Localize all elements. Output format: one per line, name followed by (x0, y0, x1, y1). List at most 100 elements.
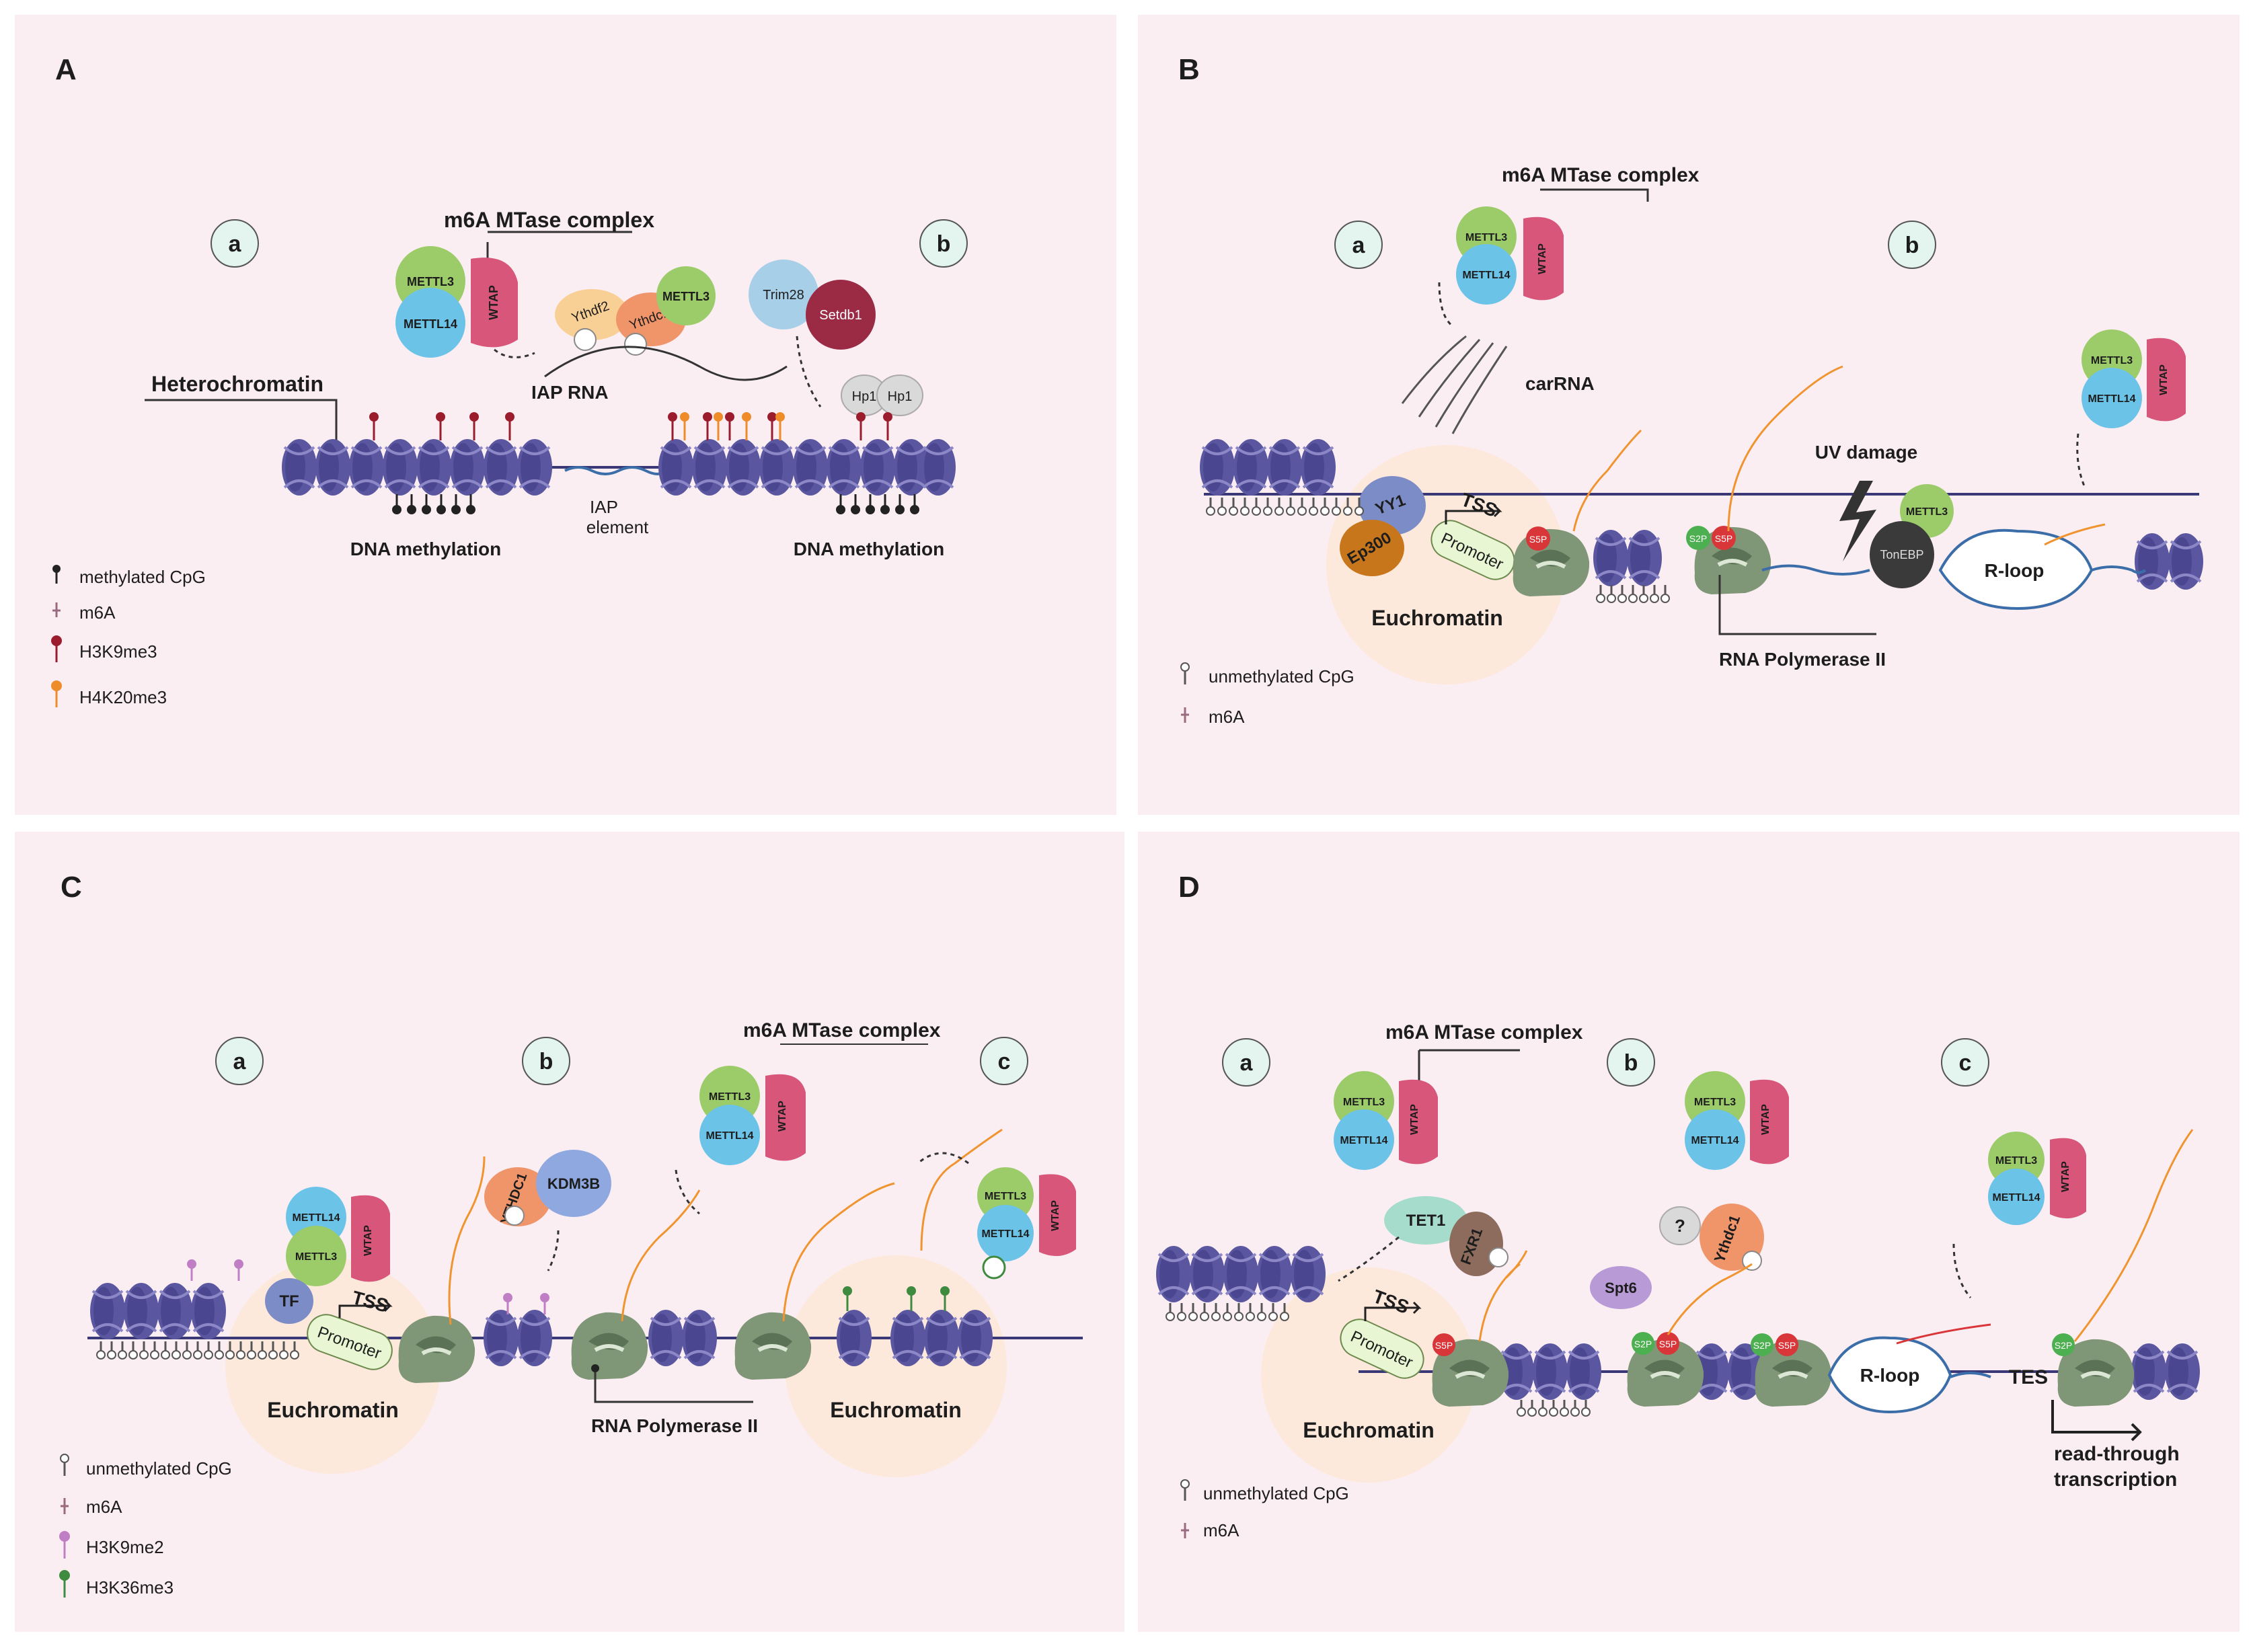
unmethylated-cpg (1660, 594, 1670, 603)
unmethylated-cpg (1280, 1312, 1289, 1321)
wtap-b3: WTAP (2158, 364, 2170, 395)
h4k20me3 (775, 412, 785, 422)
unmethylated-cpg (268, 1350, 278, 1360)
h3k36me3 (907, 1286, 916, 1296)
panel-a-letter: A (55, 53, 77, 86)
s2p-d-2 (1751, 1333, 1773, 1356)
nucleosome (89, 1282, 126, 1341)
rloop-d: R-loop (1827, 1323, 1991, 1414)
sub-b-label: b (539, 1049, 553, 1074)
panel-a: A a b m6A MTase complex METTL3 METTL14 W… (15, 15, 1116, 815)
methylated-cpg (880, 505, 890, 514)
mettl14-c1: METTL14 (292, 1212, 340, 1224)
panel-c: C a b c Euchromatin Euchromatin METTL14 … (15, 832, 1124, 1632)
legend-c-item-0: unmethylated CpG (86, 1458, 232, 1479)
wtap-a: WTAP (487, 285, 500, 320)
unmethylated-cpg (1274, 506, 1284, 516)
nucleosome (1198, 438, 1236, 497)
euchromatin-b: Euchromatin (1371, 606, 1503, 630)
nucleosome (1188, 1245, 1226, 1304)
s2p-d-1-label: S2P (1634, 1339, 1652, 1349)
unmethylated-cpg (258, 1350, 267, 1360)
s5p-d-1 (1433, 1333, 1455, 1356)
kdm3b-label: KDM3B (547, 1175, 600, 1192)
panel-b: B a b m6A MTase complex METTL3 METTL14 W… (1138, 15, 2240, 815)
mettl14-d2: METTL14 (1691, 1135, 1739, 1146)
h3k9me3 (725, 412, 734, 422)
nucleosome (1155, 1245, 1192, 1304)
rloop-d-label: R-loop (1860, 1365, 1920, 1386)
sub-b-circle (1607, 1038, 1655, 1087)
methylated-cpg (422, 505, 431, 514)
unmethylated-cpg (236, 1350, 245, 1360)
legend-b-item-0: unmethylated CpG (1209, 666, 1354, 686)
methylated-cpg (836, 505, 845, 514)
sub-a-label: a (1352, 233, 1366, 258)
unmethylated-cpg (1286, 506, 1295, 516)
nucleosome (2164, 1342, 2201, 1401)
mtase-complex-b: m6A MTase complex METTL3 METTL14 WTAP (1456, 164, 1700, 305)
nucleosome (314, 438, 352, 497)
h4k20me3 (714, 412, 723, 422)
readthrough-arrow (2051, 1400, 2142, 1442)
tet1-label: TET1 (1406, 1212, 1446, 1230)
nucleosome (859, 438, 896, 497)
nucleosomes-a-right (657, 438, 957, 497)
mettl3-d3: METTL3 (1995, 1155, 2037, 1167)
mettl14-d1: METTL14 (1340, 1135, 1387, 1146)
readthrough-line1: read-through (2054, 1443, 2180, 1465)
nucleosome (415, 438, 453, 497)
histone-marks-c (96, 1259, 950, 1360)
s5p-d-1-label: S5P (1435, 1340, 1453, 1351)
euchromatin-c-right: Euchromatin (830, 1398, 962, 1422)
h3k9me3 (703, 412, 712, 422)
pol2-c-3 (735, 1312, 812, 1380)
mtase-complex-d2: METTL3 METTL14 WTAP (1685, 1071, 1789, 1170)
nucleosome (724, 438, 762, 497)
unmethylated-cpg (1240, 506, 1250, 516)
h4k20me3 (742, 412, 751, 422)
sub-a-circle (211, 219, 259, 268)
wtap-d1: WTAP (1409, 1104, 1420, 1135)
mettl3-a2: METTL3 (662, 290, 710, 303)
mettl14-b3: METTL14 (2088, 393, 2135, 405)
panel-d-letter: D (1178, 871, 1200, 904)
unmethylated-cpg (118, 1350, 127, 1360)
dna-methylation-right: DNA methylation (794, 539, 945, 559)
tf-label: TF (279, 1292, 299, 1310)
unmethylated-cpg (290, 1350, 299, 1360)
unmethylated-cpg (1527, 1407, 1537, 1417)
unmethylated-cpg (1252, 506, 1261, 516)
nucleosome (2167, 532, 2205, 591)
ythdc1-kdm3b: YTHDC1 KDM3B (484, 1150, 611, 1226)
nucleosome (923, 1308, 960, 1368)
unmethylated-cpg (96, 1350, 106, 1360)
wtap-c2: WTAP (777, 1101, 788, 1132)
panel-c-background (15, 832, 1124, 1632)
panel-b-letter: B (1178, 53, 1200, 86)
nucleosome (681, 1308, 718, 1368)
mettl3-b2: METTL3 (1906, 506, 1948, 518)
readers-a: Ythdf2 Ythdc1 METTL3 (555, 266, 716, 356)
h3k9me3 (883, 412, 892, 422)
carrna-label: carRNA (1525, 373, 1595, 394)
tonebp-complex: METTL3 TonEBP (1870, 484, 1954, 588)
sub-c-label: c (998, 1049, 1011, 1074)
nucleosome (889, 1308, 927, 1368)
mettl14-c3: METTL14 (981, 1228, 1029, 1240)
mettl3-b: METTL3 (1465, 232, 1507, 243)
h3k9me3 (856, 412, 866, 422)
nucleosome (516, 438, 553, 497)
wtap-b: WTAP (1537, 243, 1548, 274)
unmethylated-cpg (1229, 506, 1238, 516)
nucleosome (482, 438, 520, 497)
s2p-d-1 (1632, 1332, 1654, 1355)
wtap-c3: WTAP (1050, 1200, 1061, 1231)
methylated-cpg (851, 505, 860, 514)
nucleosome (482, 1308, 520, 1368)
nucleosome (1256, 1245, 1293, 1304)
mtase-complex-c1: METTL14 METTL3 WTAP TF (265, 1187, 390, 1324)
panel-c-letter: C (61, 871, 82, 904)
unmethylated-cpg (215, 1350, 224, 1360)
unmethylated-cpg (1617, 594, 1627, 603)
